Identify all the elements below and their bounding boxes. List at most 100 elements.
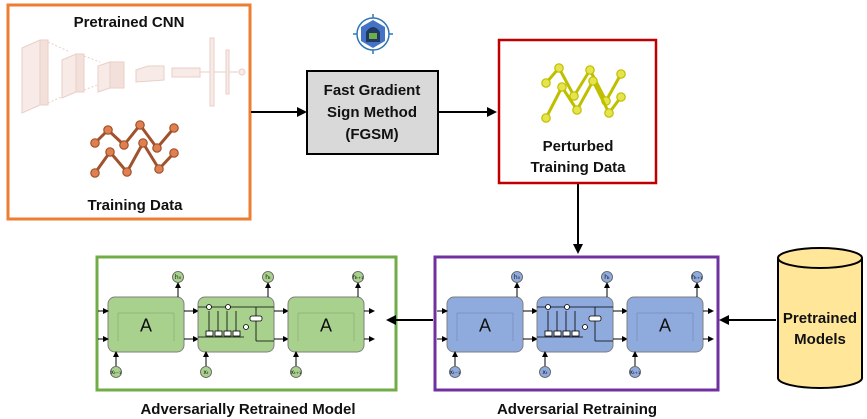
input-label: xₜ — [542, 369, 548, 376]
lstm-chain-green: xₜ₋₁ h₀ Axₜ hₜ xₜ₊₁ hₜ₊₁ A — [98, 271, 375, 378]
lstm-cell-body — [446, 296, 524, 353]
gate-box — [553, 330, 562, 337]
faint-trace — [456, 312, 514, 341]
gate-box — [571, 330, 580, 337]
output-label: h₀ — [514, 274, 521, 281]
trace-path — [117, 312, 175, 341]
series-node — [152, 143, 162, 153]
series-node — [90, 138, 100, 148]
pretrained-models-line2: Models — [794, 331, 846, 348]
series-node — [554, 63, 564, 73]
adversarial-retraining-box: xₜ₋₁ h₀ Axₜ hₜ xₜ₊₁ hₜ₊₁ A — [433, 255, 720, 392]
perturbed-data-series — [541, 63, 626, 123]
input-label: xₜ₋₁ — [450, 369, 461, 376]
series-node — [588, 76, 598, 86]
fgsm-box: Fast Gradient Sign Method (FGSM) — [306, 70, 439, 155]
lstm-cell-2: xₜ hₜ — [536, 271, 614, 378]
input-label: xₜ₊₁ — [291, 369, 302, 376]
series-node — [154, 164, 164, 174]
perturbed-line1: Perturbed — [543, 138, 614, 155]
mult-op — [582, 324, 588, 330]
series-node — [90, 168, 100, 178]
trace-path — [297, 312, 355, 341]
series-node — [572, 105, 582, 115]
gate-box — [562, 330, 571, 337]
lstm-cell-label: A — [140, 316, 152, 336]
output-label: hₜ — [604, 274, 610, 281]
cnn-title: Pretrained CNN — [74, 14, 185, 31]
series-node — [135, 120, 145, 130]
pretrained-cnn-box: Pretrained CNN Training Data — [6, 3, 252, 221]
perturbed-data-box: Perturbed Training Data — [497, 38, 658, 185]
lstm-cell-body — [287, 296, 365, 353]
retraining-caption: Adversarial Retraining — [497, 401, 657, 418]
faint-trace — [636, 312, 694, 341]
faint-trace — [117, 312, 175, 341]
output-label: hₜ₊₁ — [691, 274, 703, 281]
fgsm-line1: Fast Gradient — [324, 82, 421, 99]
output-node — [601, 271, 613, 283]
fgsm-line3: (FGSM) — [345, 126, 398, 143]
mult-op — [545, 304, 551, 310]
tanh-box — [249, 315, 263, 322]
lstm-cell-label: A — [320, 316, 332, 336]
pretrained-models-cylinder: Pretrained Models — [777, 247, 863, 389]
mult-op — [206, 304, 212, 310]
input-node — [629, 366, 641, 378]
gate-box — [214, 330, 223, 337]
lstm-cell-2: xₜ hₜ — [197, 271, 275, 378]
output-node — [511, 271, 523, 283]
input-label: xₜ₊₁ — [630, 369, 641, 376]
add-op — [225, 304, 231, 310]
lstm-cell-3: xₜ₊₁ hₜ₊₁ A — [287, 271, 365, 378]
retrained-model-caption: Adversarially Retrained Model — [140, 401, 355, 418]
pretrained-models-line1: Pretrained — [783, 310, 857, 327]
gate-box — [232, 330, 241, 337]
output-node — [262, 271, 274, 283]
input-label: xₜ — [203, 369, 209, 376]
training-data-series — [90, 120, 179, 178]
gate-box — [544, 330, 553, 337]
output-node — [691, 271, 703, 283]
lstm-chain-blue: xₜ₋₁ h₀ Axₜ hₜ xₜ₊₁ hₜ₊₁ A — [437, 271, 714, 378]
output-label: hₜ₊₁ — [352, 274, 364, 281]
input-node — [449, 366, 461, 378]
perturbed-line2: Training Data — [530, 159, 626, 176]
mult-op — [243, 324, 249, 330]
lstm-cell-3: xₜ₊₁ hₜ₊₁ A — [626, 271, 704, 378]
lstm-gates — [537, 304, 613, 342]
cnn-caption: Training Data — [87, 197, 183, 214]
series-node — [557, 82, 567, 92]
gate-box — [205, 330, 214, 337]
fgsm-line2: Sign Method — [327, 104, 417, 121]
series-node — [103, 125, 113, 135]
series-node — [105, 147, 115, 157]
input-label: xₜ₋₁ — [111, 369, 122, 376]
shield-icon — [353, 14, 393, 54]
cnn-architecture-icon — [21, 37, 246, 114]
lstm-gates — [198, 304, 274, 342]
trace-path — [636, 312, 694, 341]
gate-box — [223, 330, 232, 337]
lstm-cell-1: xₜ₋₁ h₀ A — [446, 271, 524, 378]
series-node — [569, 91, 579, 101]
lstm-cell-label: A — [659, 316, 671, 336]
lstm-cell-label: A — [479, 316, 491, 336]
series-node — [616, 92, 626, 102]
lstm-cell-1: xₜ₋₁ h₀ A — [107, 271, 185, 378]
series-node — [169, 148, 179, 158]
output-label: h₀ — [175, 274, 182, 281]
series-node — [541, 113, 551, 123]
trace-path — [456, 312, 514, 341]
series-node — [169, 123, 179, 133]
input-node — [539, 366, 551, 378]
series-node — [122, 167, 132, 177]
series-node — [541, 78, 551, 88]
series-node — [616, 69, 626, 79]
retrained-model-box: xₜ₋₁ h₀ Axₜ hₜ xₜ₊₁ hₜ₊₁ A — [95, 255, 398, 392]
input-node — [110, 366, 122, 378]
output-label: hₜ — [265, 274, 271, 281]
series-node — [585, 65, 595, 75]
series-node — [138, 138, 148, 148]
